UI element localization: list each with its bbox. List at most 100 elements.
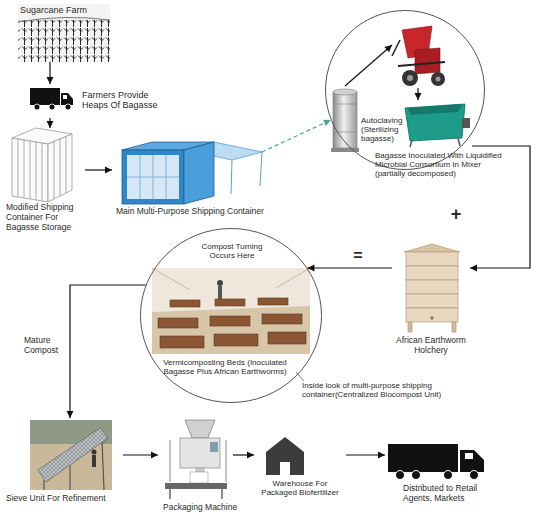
hatchery-bin-illustration: [430, 316, 433, 319]
vermicompost-beds-illustration: [262, 314, 302, 324]
shredder-machine-illustration: [392, 40, 400, 56]
truck-icon: [465, 453, 473, 459]
vermicompost-beds-illustration: [170, 300, 200, 307]
process-circle: Autoclaving (Sterilizing bagasse)Bagasse…: [325, 10, 485, 170]
flow-line: [49, 118, 50, 128]
flow-arrow: [415, 88, 422, 100]
circle-outline: [141, 229, 322, 403]
sugarcane-field-illustration: [18, 4, 110, 62]
truck-icon: [388, 444, 484, 480]
vermicompost-beds-illustration: [160, 336, 204, 348]
hatchery-bin-illustration: [406, 280, 458, 294]
circle-outline: [325, 10, 485, 170]
node-label: Sugarcane Farm: [20, 5, 108, 15]
flow-line: [346, 454, 385, 455]
shipping-container-illustration: [231, 152, 262, 194]
autoclave-illustration: [333, 104, 357, 132]
arrow-head: [47, 77, 54, 84]
vermicompost-beds-illustration: [217, 280, 223, 286]
flow-arrow: [345, 45, 392, 86]
flow-line: [123, 454, 158, 455]
arrow-head: [378, 452, 385, 459]
flow-line: [70, 285, 146, 418]
hatchery-bin-illustration: [404, 244, 460, 252]
vermicompost-beds-illustration: [158, 318, 198, 328]
truck-icon: [49, 104, 55, 110]
packaging-machine-illustration: [185, 420, 215, 438]
shipping-container-illustration: [127, 155, 179, 199]
flow-line: [49, 62, 50, 84]
arrow-head: [323, 120, 331, 126]
sugarcane-field-illustration: [18, 17, 110, 22]
sieve-illustration: [30, 420, 112, 490]
node-label: African Earthworm Holchery: [388, 336, 474, 356]
truck-node: Farmers Provide Heaps Of Bagasse: [28, 84, 178, 118]
flow-arrow: [67, 285, 146, 418]
hatchery-bin-illustration: [404, 244, 460, 332]
node-label: Compost Turning Occurs Here: [190, 242, 274, 260]
node-label: Warehouse For Packaged Biofertilizer: [254, 479, 346, 497]
warehouse-node: Warehouse For Packaged Biofertilizer: [254, 432, 346, 502]
sieve-illustration: [92, 455, 96, 467]
sieve-illustration: [92, 450, 97, 455]
vermicompost-beds-illustration: [152, 268, 310, 290]
shredder-machine-illustration: [407, 75, 413, 81]
vermicompost-beds-illustration: [268, 332, 306, 344]
truck-icon: [61, 93, 73, 105]
truck-icon: [396, 471, 405, 480]
node-label: Farmers Provide Heaps Of Bagasse: [82, 90, 170, 111]
warehouse-icon: [266, 437, 304, 475]
main-container-node: Main Multi-Purpose Shipping Container: [112, 140, 262, 222]
node-label: Autoclaving (Sterilizing bagasse): [361, 116, 413, 144]
hatchery-bin-illustration: [406, 308, 458, 322]
packaging-node: Packaging Machine: [158, 418, 233, 516]
truck-icon: [460, 450, 484, 472]
arrow-head: [67, 411, 74, 418]
flow-line: [262, 120, 331, 152]
arrow-head: [47, 121, 54, 128]
arrow-head: [105, 167, 112, 174]
truck-icon: [63, 95, 67, 99]
flow-arrow: [47, 118, 54, 128]
circle-outline: [326, 11, 485, 170]
mixer-illustration: [405, 104, 470, 147]
shredder-machine-illustration: [431, 72, 445, 86]
sieve-node: Sieve Unit For Refinement: [5, 418, 123, 508]
arrow-head: [247, 452, 254, 459]
truck-icon: [470, 471, 479, 480]
shredder-machine-illustration: [402, 70, 418, 86]
sieve-illustration: [30, 420, 112, 490]
edge-label: Mature Compost: [24, 336, 68, 356]
autoclave-node: Autoclaving (Sterilizing bagasse): [330, 86, 412, 154]
shipping-container-illustration: [122, 142, 262, 204]
vermicompost-beds-illustration: [215, 299, 245, 306]
flow-line: [345, 45, 392, 86]
mixer-illustration: [405, 104, 465, 141]
flow-arrow: [85, 167, 112, 174]
arrow-head: [151, 452, 158, 459]
hatchery-bin-illustration: [406, 266, 458, 280]
compost-unit-circle: Compost Turning Occurs HereVermicomposti…: [140, 228, 322, 403]
shredder-machine-illustration: [415, 48, 440, 74]
hatchery-node: African Earthworm Holchery: [392, 240, 470, 358]
vermicompost-beds-illustration: [152, 306, 310, 354]
sieve-illustration: [38, 428, 108, 482]
packaging-machine-illustration: [210, 442, 218, 452]
truck-icon: [30, 88, 73, 110]
sieve-illustration: [38, 428, 108, 482]
flow-line: [85, 169, 112, 170]
farm-image-node: Sugarcane Farm: [18, 4, 110, 62]
shredder-machine-illustration: [392, 26, 445, 86]
warehouse-icon: [266, 437, 304, 475]
vermicompost-beds-illustration: [218, 286, 222, 299]
flow-arrow: [346, 452, 385, 459]
node-label: Sieve Unit For Refinement: [6, 494, 124, 504]
storage-container-illustration: [12, 128, 72, 202]
vermicompost-beds-illustration: [152, 268, 310, 354]
shredder-machine-illustration: [436, 77, 441, 82]
mixer-node: Bagasse Inoculated With Liquidified Micr…: [372, 100, 472, 200]
node-label: Vermicomposting Beds (Inoculated Bagasse…: [160, 358, 290, 376]
packaging-machine-illustration: [190, 472, 208, 483]
